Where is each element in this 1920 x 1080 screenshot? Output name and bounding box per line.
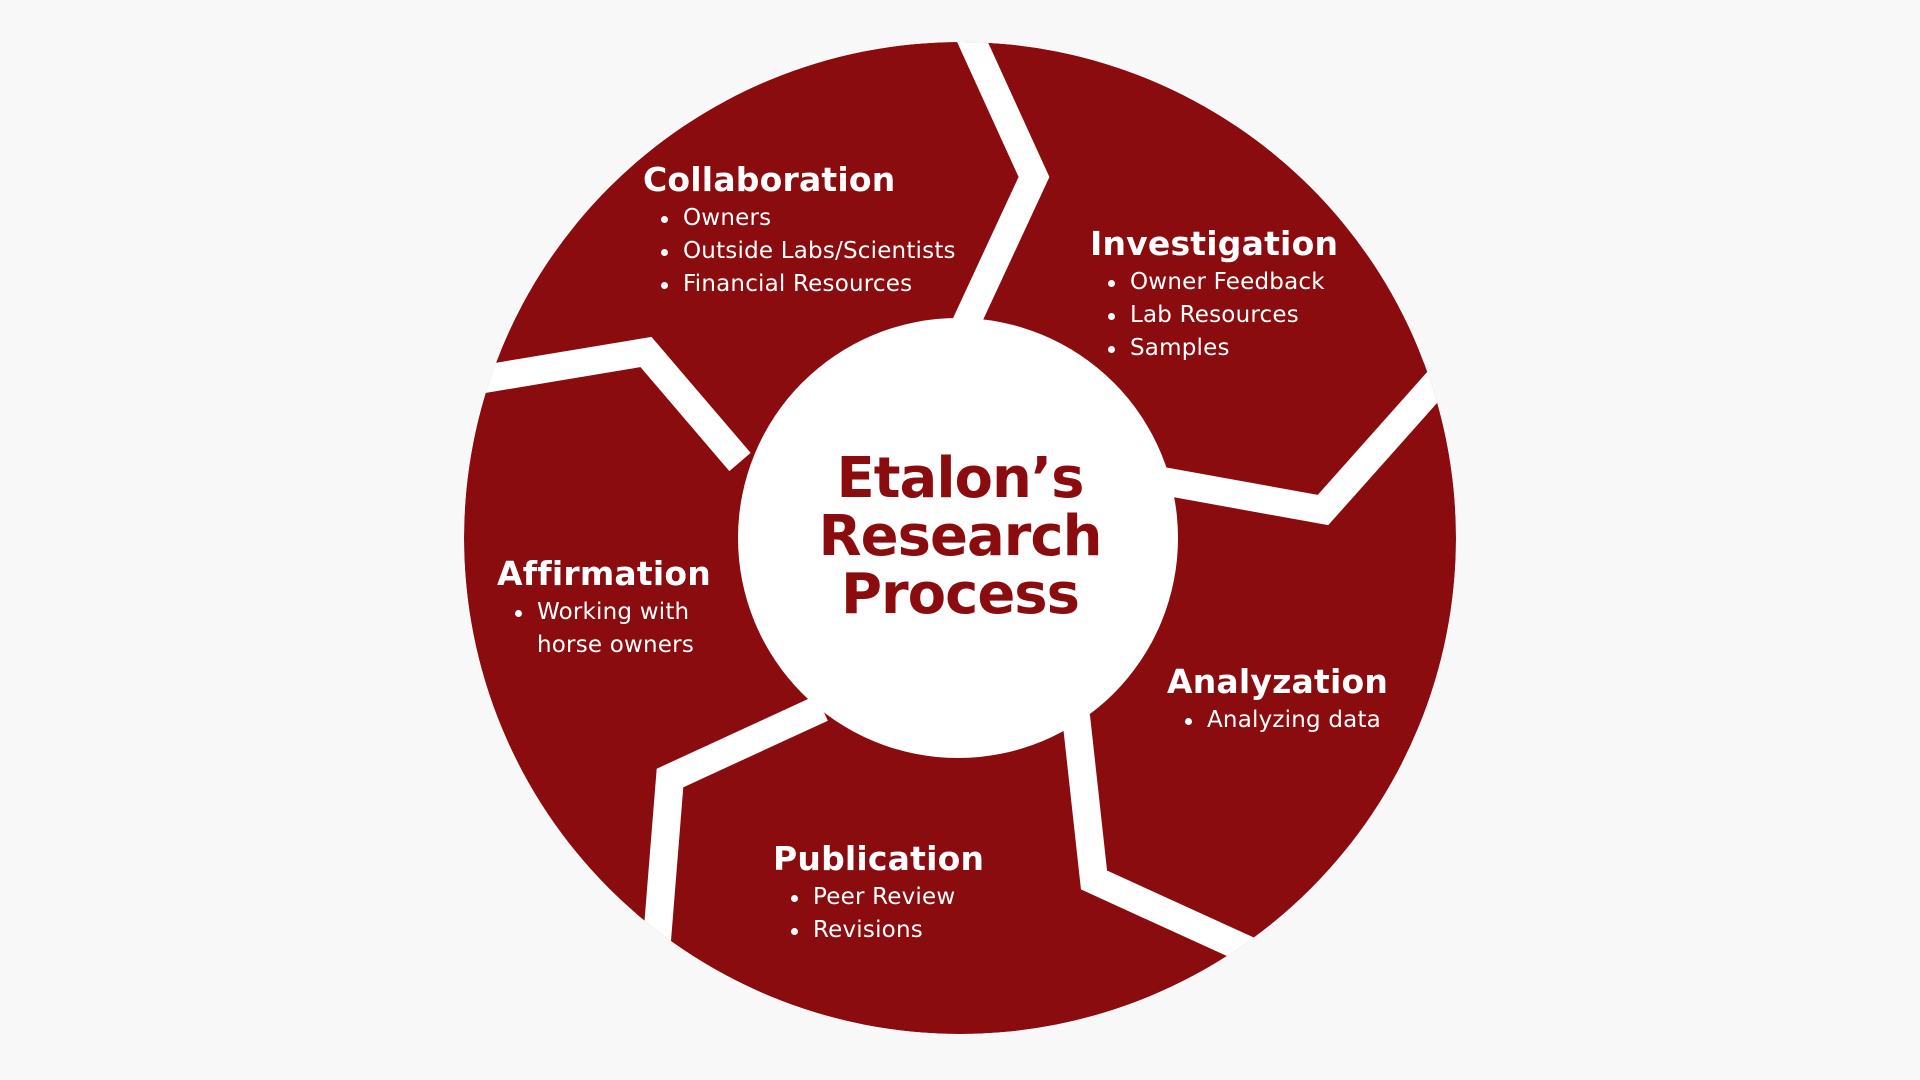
segment-list-affirmation: Working with horse owners	[497, 596, 711, 662]
segment-analyzation: Analyzation Analyzing data	[1167, 662, 1388, 737]
center-title-line1: Etalon’s	[836, 446, 1085, 511]
segment-collaboration: Collaboration Owners Outside Labs/Scient…	[643, 160, 956, 301]
segment-title-analyzation: Analyzation	[1167, 662, 1389, 701]
list-item: Outside Labs/Scientists	[643, 235, 956, 268]
list-item: Revisions	[773, 914, 984, 947]
list-item: Owners	[643, 202, 956, 235]
list-item-line: Working with	[537, 599, 690, 625]
segment-list-collaboration: Owners Outside Labs/Scientists Financial…	[643, 202, 956, 301]
list-item: Owner Feedback	[1090, 266, 1338, 299]
segment-title-collaboration: Collaboration	[643, 160, 896, 199]
segment-title-affirmation: Affirmation	[497, 554, 711, 593]
center-title: Etalon’s Research Process	[760, 450, 1160, 624]
segment-title-publication: Publication	[773, 839, 985, 878]
separator-collaboration-investigation	[949, 42, 1050, 338]
list-item: Financial Resources	[643, 268, 956, 301]
list-item: Samples	[1090, 332, 1338, 365]
separator-affirmation-collaboration	[464, 336, 751, 472]
center-hub	[738, 318, 1178, 758]
segment-list-publication: Peer Review Revisions	[773, 881, 984, 947]
list-item-line: horse owners	[537, 632, 694, 658]
separator-analyzation-publication	[1062, 714, 1271, 971]
list-item: Peer Review	[773, 881, 984, 914]
list-item: Analyzing data	[1167, 704, 1388, 737]
list-item: Working with horse owners	[497, 596, 711, 662]
separator-publication-affirmation	[641, 695, 828, 967]
center-title-line3: Process	[841, 562, 1080, 627]
segment-affirmation: Affirmation Working with horse owners	[497, 554, 711, 662]
center-title-line2: Research	[818, 504, 1103, 569]
list-item: Lab Resources	[1090, 299, 1338, 332]
segment-investigation: Investigation Owner Feedback Lab Resourc…	[1090, 224, 1338, 365]
segment-list-investigation: Owner Feedback Lab Resources Samples	[1090, 266, 1338, 365]
segment-publication: Publication Peer Review Revisions	[773, 839, 984, 947]
segment-list-analyzation: Analyzing data	[1167, 704, 1388, 737]
separator-investigation-analyzation	[1132, 363, 1456, 526]
segment-title-investigation: Investigation	[1090, 224, 1339, 263]
